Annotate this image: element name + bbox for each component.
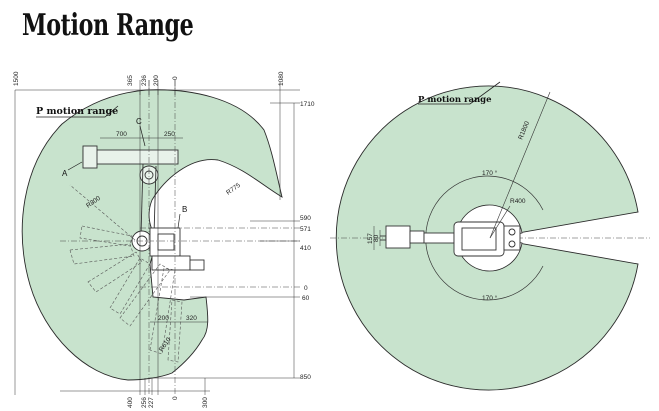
svg-text:236: 236	[141, 75, 148, 86]
svg-text:400: 400	[127, 397, 134, 408]
svg-text:590: 590	[300, 215, 311, 222]
svg-text:R775: R775	[225, 182, 242, 197]
svg-text:0: 0	[304, 285, 308, 292]
side-view-range-label: P motion range	[36, 106, 118, 117]
svg-text:300: 300	[202, 397, 209, 408]
svg-text:200: 200	[153, 75, 160, 86]
side-view-top-dimensions: 1500 365 236 200 0 1080	[13, 71, 285, 86]
side-view-bottom-dimensions: 400 256 227 0 300	[127, 396, 209, 408]
svg-text:850: 850	[300, 374, 311, 381]
svg-text:C: C	[136, 117, 142, 126]
top-view-angle-labels: 170 ° 170 °	[482, 169, 498, 302]
svg-text:A: A	[62, 169, 68, 178]
page-title: Motion Range	[22, 8, 194, 43]
top-view-robot-arm	[380, 221, 521, 257]
top-view-diagram: 157 80 R1800 R400 170 ° 170 ° P motion r…	[330, 81, 650, 391]
svg-text:60: 60	[302, 295, 310, 302]
svg-text:700: 700	[116, 131, 127, 138]
svg-text:1710: 1710	[300, 101, 315, 108]
side-view-ghost-arms	[69, 184, 183, 363]
svg-text:365: 365	[127, 75, 134, 86]
side-view-inner-dimensions: 700 250 200 320	[116, 131, 197, 322]
svg-text:170 °: 170 °	[482, 294, 498, 302]
svg-text:256: 256	[141, 397, 148, 408]
top-view-base-dimensions: 157 80	[367, 233, 380, 244]
svg-text:227: 227	[148, 397, 155, 408]
svg-text:320: 320	[186, 315, 197, 322]
svg-text:571: 571	[300, 226, 311, 233]
side-view-view-letters: C A B	[62, 117, 187, 214]
svg-text:80: 80	[373, 234, 380, 242]
svg-text:410: 410	[300, 245, 311, 252]
svg-text:0: 0	[172, 76, 179, 80]
svg-text:157: 157	[367, 233, 374, 244]
svg-text:R400: R400	[510, 198, 526, 205]
side-view-right-dimensions: 1710 590 571 410 0 60 850	[300, 101, 315, 381]
svg-text:200: 200	[158, 315, 169, 322]
svg-text:1500: 1500	[13, 71, 20, 86]
side-view-diagram: P motion range 1500 365 236 200 0 1080 1…	[13, 71, 315, 408]
svg-text:170 °: 170 °	[482, 169, 498, 177]
top-view-range-label: P motion range	[418, 95, 492, 105]
svg-text:B: B	[182, 205, 187, 214]
svg-text:250: 250	[164, 131, 175, 138]
svg-text:0: 0	[172, 396, 179, 400]
svg-text:1080: 1080	[278, 71, 285, 86]
